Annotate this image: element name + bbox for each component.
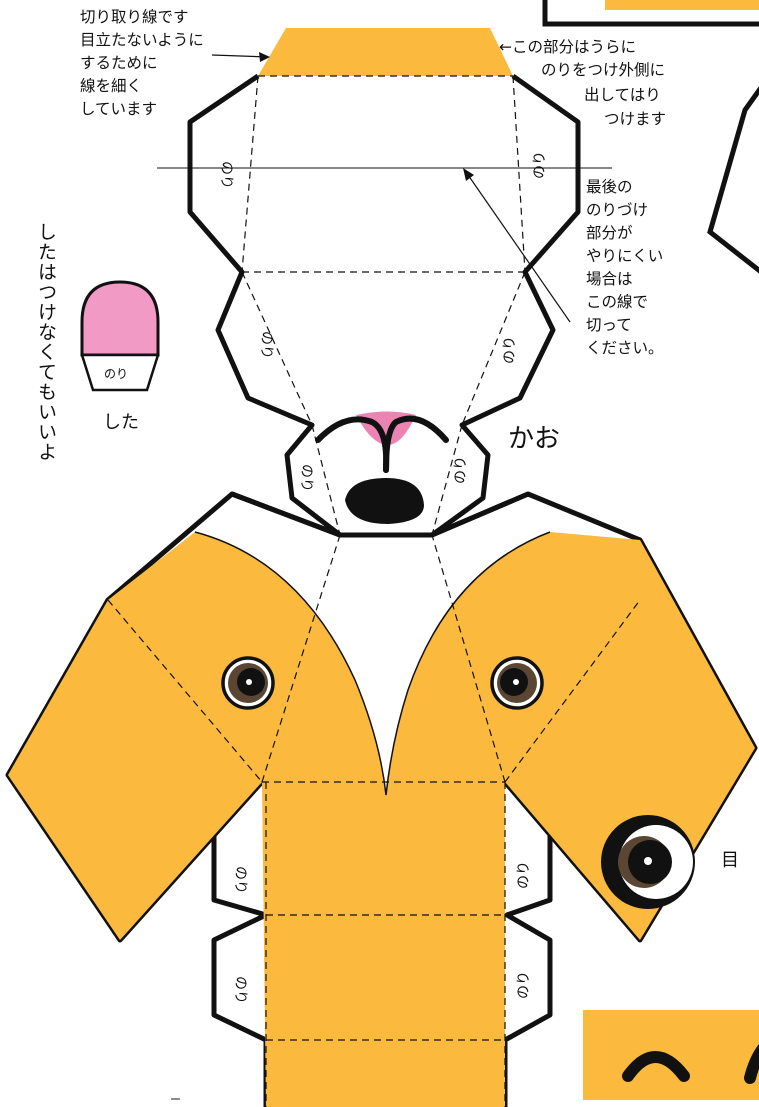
partial-piece-orange: [605, 0, 759, 10]
chest-curve: [194, 531, 551, 796]
eyebrow-panel: [583, 1010, 759, 1100]
glue-labels: のり のり のり のり のり のり のり のり のり のり: [218, 151, 548, 1004]
body-piece: [5, 491, 758, 1107]
svg-text:←この部分はうらに: ←この部分はうらに: [499, 38, 636, 56]
glue-label: のり: [502, 336, 518, 364]
svg-text:のりをつけ外側に: のりをつけ外側に: [541, 61, 665, 79]
svg-text:ください。: ください。: [586, 339, 664, 357]
nose-black: [345, 478, 424, 524]
shoulder-line: [231, 491, 529, 538]
right-partial-piece-outline: [707, 86, 759, 274]
glue-outside-note: ←この部分はうらに のりをつけ外側に 出してはり つけます: [499, 38, 666, 128]
vertical-note: したはつけなくてもいいよ: [35, 222, 57, 462]
body-fold-lines: [107, 534, 641, 1107]
svg-text:切り取り線です: 切り取り線です: [80, 8, 189, 26]
svg-text:最後の: 最後の: [586, 178, 633, 196]
eye-part: [601, 815, 695, 909]
glue-label: のり: [516, 861, 532, 889]
bottom-fragment-text: ー: [170, 1093, 181, 1106]
svg-text:するために: するために: [80, 54, 158, 72]
svg-text:部分が: 部分が: [586, 224, 633, 242]
glue-label: のり: [232, 866, 248, 894]
eyebrow-part: [583, 1010, 759, 1100]
svg-text:つけます: つけます: [604, 110, 666, 128]
glue-label: のり: [532, 151, 548, 179]
svg-text:やりにくい: やりにくい: [586, 247, 663, 265]
face-label: かお: [508, 424, 560, 454]
svg-text:出してはり: 出してはり: [584, 86, 661, 104]
glue-label: のり: [218, 161, 234, 189]
left-eye: [221, 656, 275, 710]
cut-line-note: 切り取り線です 目立たないように するために 線を細く しています: [80, 8, 204, 118]
tongue-glue-label: のり: [104, 367, 128, 381]
svg-text:のりづけ: のりづけ: [586, 201, 648, 219]
right-eye: [490, 656, 544, 710]
svg-text:目立たないように: 目立たないように: [80, 31, 204, 49]
eye-label: 目: [721, 850, 739, 871]
head-fold-lines: [241, 75, 526, 536]
eyebrow-right: [744, 1043, 759, 1084]
tongue-label: した: [103, 412, 139, 433]
last-glue-note: 最後の のりづけ 部分が やりにくい 場合は この線で 切って ください。: [586, 178, 664, 357]
tongue-glue-tab: [80, 353, 160, 392]
svg-text:切って: 切って: [586, 316, 632, 334]
svg-text:しています: しています: [80, 100, 157, 118]
svg-text:この線で: この線で: [586, 293, 648, 311]
head-piece: [157, 28, 612, 538]
annotation-arrows: [211, 52, 571, 323]
ears-orange: [8, 532, 755, 1107]
svg-text:場合は: 場合は: [586, 270, 633, 288]
glue-label: のり: [258, 331, 274, 359]
tongue-part: [80, 280, 160, 392]
tongue-pink: [80, 280, 160, 357]
top-glue-flap: [258, 28, 513, 76]
glue-label: のり: [298, 464, 314, 492]
glue-label: のり: [232, 976, 248, 1004]
top-right-partial-piece: [542, 0, 759, 27]
glue-label: のり: [453, 456, 469, 484]
muzzle-right-line: [383, 415, 449, 473]
eyebrow-left: [622, 1051, 690, 1082]
glue-label: のり: [516, 971, 532, 999]
svg-text:線を細く: 線を細く: [80, 77, 142, 95]
